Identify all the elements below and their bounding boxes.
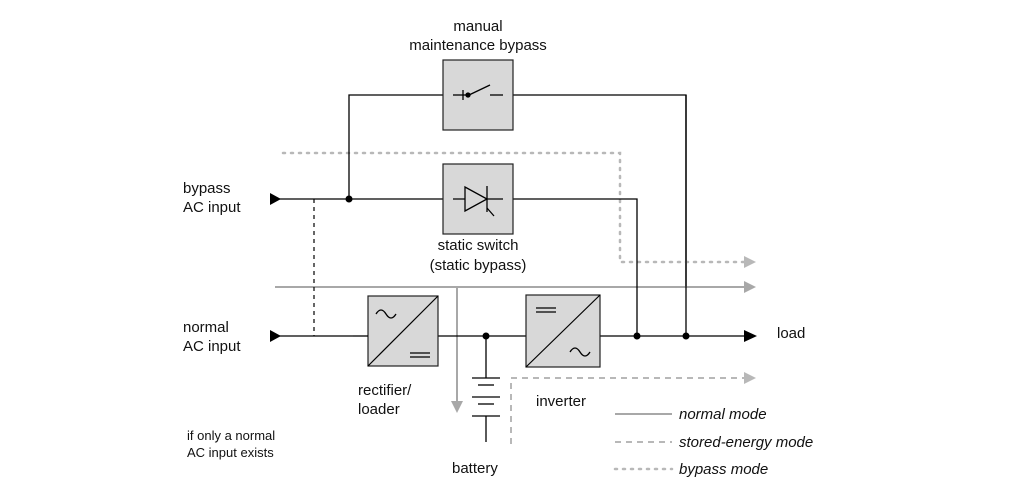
bypass-mode-arrowhead bbox=[744, 256, 756, 268]
normal-input-label: AC input bbox=[183, 338, 241, 355]
switch-icon bbox=[453, 84, 503, 100]
rectifier-block bbox=[367, 295, 439, 367]
battery-icon bbox=[472, 377, 500, 417]
battery-label: battery bbox=[452, 460, 498, 477]
dc-icon bbox=[536, 307, 556, 313]
bypass-input-label: AC input bbox=[183, 199, 241, 216]
manual-bypass-label: manual bbox=[453, 18, 502, 35]
legend-normal-label: normal mode bbox=[679, 406, 767, 423]
bypass-input-label: bypass bbox=[183, 180, 231, 197]
stored-energy-path bbox=[510, 377, 745, 444]
thyristor-icon bbox=[453, 185, 503, 217]
inverter-block bbox=[525, 294, 601, 368]
manual-bypass-label: maintenance bypass bbox=[409, 37, 547, 54]
bypass-mode-path bbox=[281, 151, 747, 264]
static-switch-label: static switch bbox=[438, 237, 519, 254]
rectifier-label: loader bbox=[358, 401, 400, 418]
ac-sine-icon bbox=[569, 347, 591, 357]
junction-node bbox=[633, 332, 641, 340]
footnote-label: AC input exists bbox=[187, 445, 274, 460]
manual-bypass-output-wire bbox=[513, 94, 687, 336]
legend-stored-energy-label: stored-energy mode bbox=[679, 434, 813, 451]
static-switch-output-wire bbox=[513, 198, 638, 336]
manual-bypass-switch-block bbox=[442, 59, 514, 131]
rectifier-label: rectifier/ bbox=[358, 382, 412, 399]
legend: normal mode stored-energy mode bypass mo… bbox=[613, 406, 813, 478]
bypass-input-arrow bbox=[270, 193, 281, 205]
static-switch-block bbox=[442, 163, 514, 235]
normal-input-arrow bbox=[270, 330, 281, 342]
junction-node bbox=[682, 332, 690, 340]
ac-sine-icon bbox=[375, 309, 397, 319]
inverter-label: inverter bbox=[536, 393, 586, 410]
junction-node bbox=[345, 195, 353, 203]
legend-bypass-label: bypass mode bbox=[679, 461, 768, 478]
load-label: load bbox=[777, 325, 805, 342]
manual-bypass-wire bbox=[348, 94, 443, 199]
junction-node bbox=[482, 332, 490, 340]
load-arrow bbox=[744, 330, 757, 342]
normal-mode-arrowhead bbox=[744, 281, 756, 293]
normal-input-label: normal bbox=[183, 319, 229, 336]
battery-charge-arrowhead bbox=[451, 401, 463, 413]
footnote-label: if only a normal bbox=[187, 428, 275, 443]
stored-energy-arrowhead bbox=[744, 372, 756, 384]
static-switch-label: (static bypass) bbox=[430, 257, 527, 274]
dc-icon bbox=[410, 352, 430, 358]
